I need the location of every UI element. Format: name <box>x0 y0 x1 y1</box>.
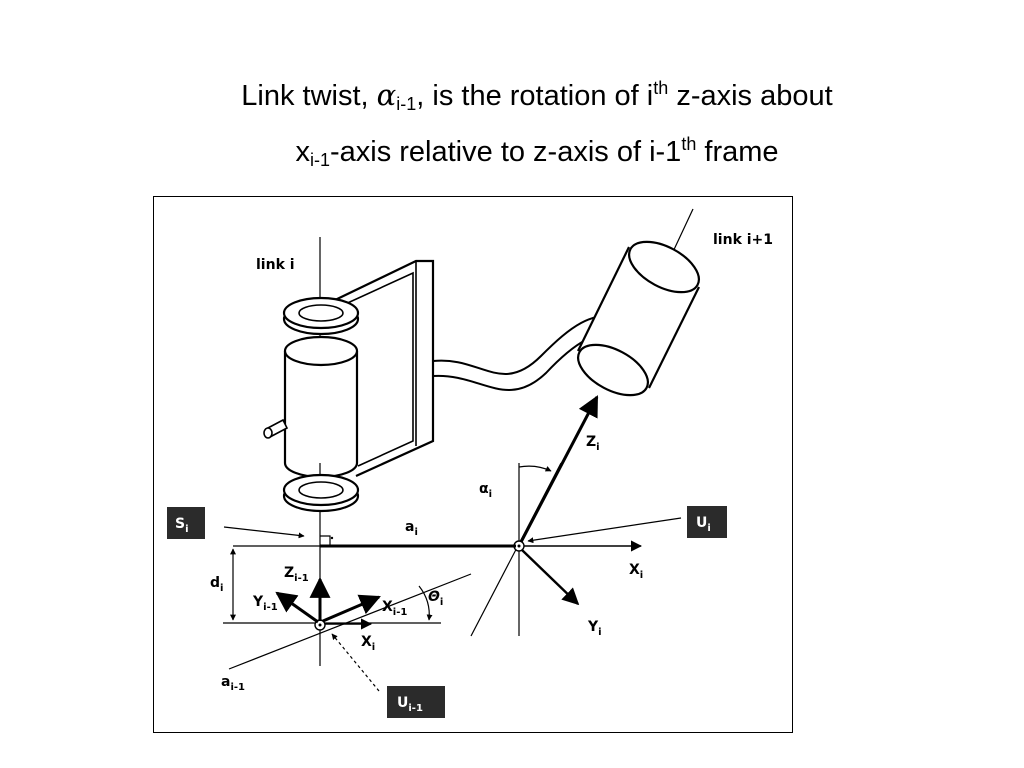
right-angle-mark <box>320 535 331 546</box>
title-text: x <box>295 136 310 168</box>
cylinder-i1-bottom <box>577 343 649 397</box>
slide-title: Link twist, αi-1, is the rotation of ith… <box>0 68 1024 180</box>
label-y-i: Yi <box>587 619 602 638</box>
label-d-i: di <box>210 575 223 594</box>
title-line-2: xi-1-axis relative to z-axis of i-1th fr… <box>0 124 1024 180</box>
label-z-i-1: Zi-1 <box>284 565 309 584</box>
u-i-1-pointer <box>331 633 380 692</box>
link-i1-drawing <box>577 208 700 397</box>
frame-i <box>470 395 682 637</box>
dh-diagram-figure: link i link i+1 Zi αi ai Xi Yi di Zi-1 Y… <box>153 196 793 733</box>
title-subscript: i-1 <box>309 150 330 170</box>
title-text: frame <box>696 136 779 168</box>
label-link-i: link i <box>256 257 295 273</box>
svg-text:Ui-1: Ui-1 <box>397 695 423 714</box>
joint-i1-axis <box>670 208 694 257</box>
title-text: , is the rotation of i <box>416 80 654 112</box>
bracket-inner <box>340 271 414 467</box>
label-x-i-lower: Xi <box>361 634 375 653</box>
title-text: Link twist, <box>241 80 377 112</box>
label-x-i-1: Xi-1 <box>382 599 407 618</box>
label-alpha-i: αi <box>479 481 492 500</box>
label-z-i: Zi <box>586 434 600 453</box>
label-x-i: Xi <box>629 562 643 581</box>
connecting-link <box>432 314 624 375</box>
s-i-pointer <box>223 526 305 539</box>
theta-arc <box>418 585 433 621</box>
frame-i-1 <box>223 526 472 692</box>
alpha-arc <box>518 465 552 472</box>
dh-diagram: link i link i+1 Zi αi ai Xi Yi di Zi-1 Y… <box>167 208 773 718</box>
link-i-drawing <box>263 237 435 666</box>
title-superscript: th <box>681 134 697 154</box>
y-i-axis <box>521 549 580 606</box>
label-link-i1: link i+1 <box>713 232 773 248</box>
title-line-1: Link twist, αi-1, is the rotation of ith… <box>0 68 1024 124</box>
bracket-outer <box>332 259 435 478</box>
u-i-1-box: Ui-1 <box>387 686 445 718</box>
cylinder-i1-top <box>628 240 700 294</box>
alpha-subscript: i-1 <box>396 94 417 114</box>
label-a-i: ai <box>405 519 418 538</box>
label-y-i-1: Yi-1 <box>252 594 278 613</box>
a-i-1-line <box>228 573 472 670</box>
alpha-symbol: α <box>376 78 397 112</box>
title-text: z-axis about <box>668 80 833 112</box>
s-i-box: Si <box>167 507 205 539</box>
title-text: -axis relative to z-axis of i-1 <box>329 136 682 168</box>
cylinder-top <box>283 335 359 367</box>
u-i-pointer <box>527 517 682 544</box>
z-i-axis <box>519 395 599 543</box>
label-theta-i: Θi <box>428 589 443 608</box>
title-superscript: th <box>653 78 669 98</box>
svg-text:Ui: Ui <box>696 515 711 534</box>
label-a-i-1: ai-1 <box>221 674 245 693</box>
y-i-1-axis <box>275 591 319 624</box>
svg-text:Si: Si <box>175 516 189 535</box>
u-i-box: Ui <box>687 506 727 538</box>
x-i-1-axis <box>322 594 381 623</box>
